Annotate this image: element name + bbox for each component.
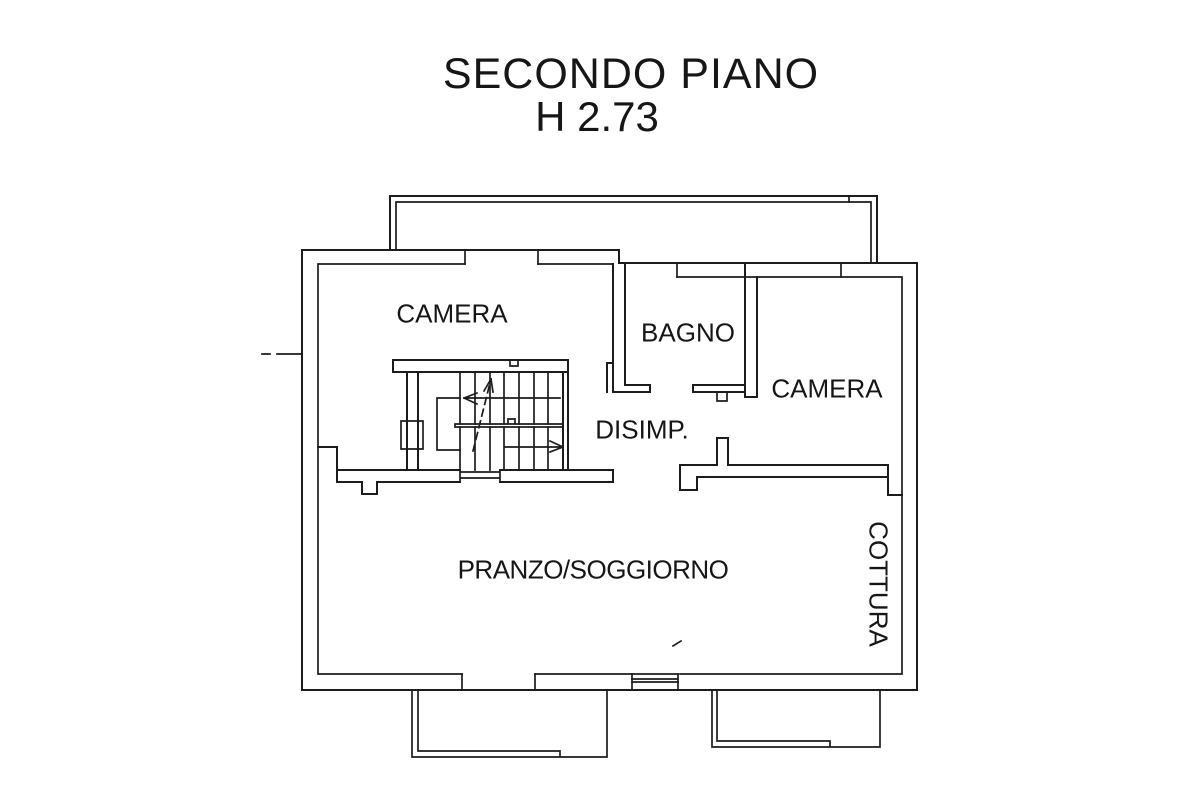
stair-up-dashed-line	[471, 377, 493, 453]
exterior-walls	[301, 249, 918, 691]
small-tick-mark	[671, 639, 683, 648]
room-label-disimpegno: DISIMP.	[595, 414, 689, 445]
plan-title: SECONDO PIANO	[442, 50, 820, 98]
window-sill-bottom	[631, 673, 679, 683]
stair-landing-edge	[454, 418, 564, 428]
stair-well	[436, 397, 461, 451]
stair-arrow-left	[462, 391, 561, 406]
interior-walls	[317, 262, 903, 496]
balcony-bottom-left	[411, 689, 608, 758]
stair-treads-lower	[459, 426, 549, 471]
stair-direction-arrows	[462, 377, 565, 454]
stair-door-threshold	[459, 469, 501, 483]
staircase	[392, 359, 569, 471]
room-label-camera-1: CAMERA	[396, 298, 508, 329]
room-label-camera-2: CAMERA	[771, 373, 883, 404]
room-label-bagno: BAGNO	[641, 317, 735, 348]
plan-height-note: H 2.73	[535, 93, 659, 140]
balcony-top	[389, 195, 878, 264]
room-label-cottura: COTTURA	[863, 521, 894, 647]
room-label-pranzo-soggiorno: PRANZO/SOGGIORNO	[457, 554, 729, 585]
balcony-bottom-right	[711, 689, 881, 748]
annotation-marks	[261, 353, 683, 648]
stair-arrow-right	[504, 439, 565, 454]
